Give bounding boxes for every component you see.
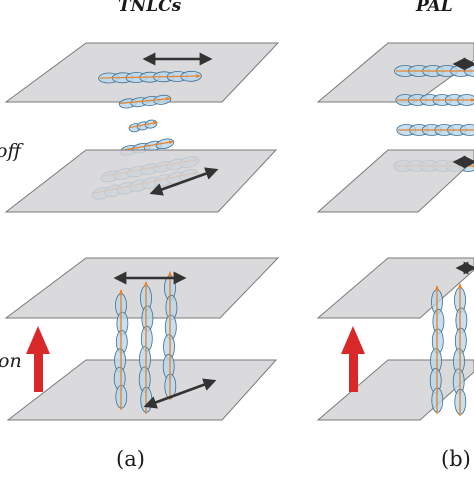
title-tnlcs: TNLCs: [118, 0, 181, 16]
state-label-off: off: [0, 140, 21, 162]
state-label-on: on: [0, 350, 22, 372]
plate-b-off-bottom: [318, 150, 474, 212]
field-arrow-a-head: [26, 326, 50, 354]
field-arrow-b-head: [341, 326, 365, 354]
title-pal: PAL: [416, 0, 453, 16]
plate-a-off-bottom: [6, 150, 276, 212]
panel-label-a: (a): [116, 447, 145, 471]
plate-a-on-top: [6, 258, 278, 318]
field-arrow-a-shaft: [34, 352, 43, 392]
panel-label-b: (b): [441, 447, 471, 471]
plate-b-on-bottom: [318, 360, 474, 420]
field-arrow-b-shaft: [349, 352, 358, 392]
arrow-layer: [26, 59, 474, 406]
plate-b-on-top: [318, 258, 474, 318]
front-plates: [6, 150, 474, 212]
plate-a-off-top: [6, 43, 278, 102]
